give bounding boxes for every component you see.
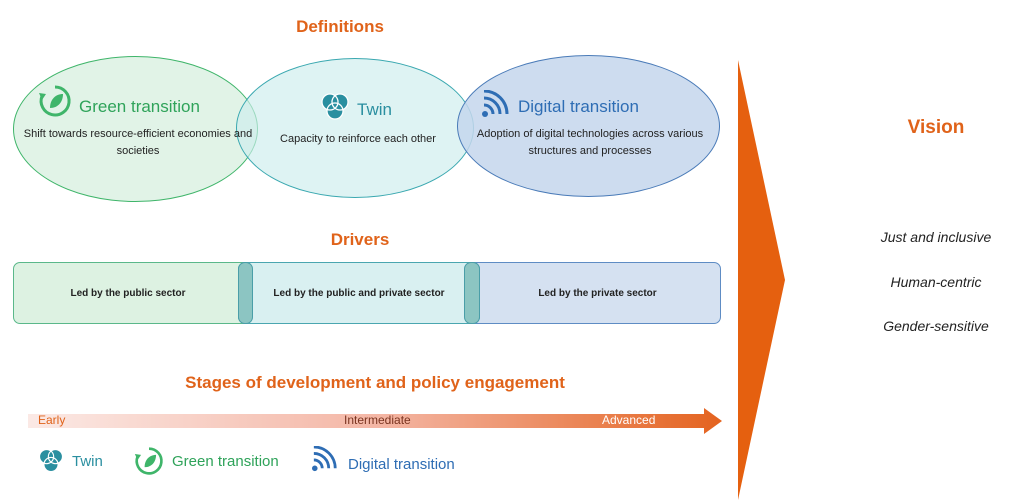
venn-icon bbox=[321, 93, 349, 120]
legend-wifi-signal-icon bbox=[312, 446, 337, 472]
vision-item-human-centric: Human-centric bbox=[890, 274, 982, 290]
wifi-signal-icon bbox=[482, 90, 509, 117]
green-transition-description: Shift towards resource-efficient economi… bbox=[23, 128, 253, 157]
stage-early-label: Early bbox=[38, 413, 66, 427]
vision-heading: Vision bbox=[907, 117, 965, 138]
stage-advanced-label: Advanced bbox=[602, 413, 656, 427]
legend-green-label: Green transition bbox=[172, 453, 279, 470]
digital-transition-ellipse bbox=[457, 55, 720, 197]
driver-public-sector-label: Led by the public sector bbox=[70, 287, 186, 299]
legend-twin-icon bbox=[38, 448, 64, 473]
legend-digital-label: Digital transition bbox=[348, 456, 455, 473]
drivers-heading: Drivers bbox=[330, 230, 390, 249]
driver-public-private-label: Led by the public and private sector bbox=[273, 287, 445, 299]
driver-private-sector-label: Led by the private sector bbox=[538, 287, 657, 299]
stage-intermediate-label: Intermediate bbox=[344, 413, 411, 427]
leaf-recycle-icon bbox=[39, 85, 71, 117]
green-transition-title: Green transition bbox=[79, 97, 200, 116]
vision-item-just-inclusive: Just and inclusive bbox=[880, 229, 992, 245]
twin-description: Capacity to reinforce each other bbox=[280, 133, 436, 145]
digital-transition-title: Digital transition bbox=[518, 97, 639, 116]
driver-overlap-right bbox=[464, 262, 480, 324]
stages-gradient-arrow bbox=[28, 408, 722, 434]
driver-public-sector: Led by the public sector bbox=[13, 262, 253, 324]
green-transition-ellipse bbox=[13, 56, 258, 202]
twin-title: Twin bbox=[357, 100, 392, 119]
driver-private-sector: Led by the private sector bbox=[464, 262, 721, 324]
driver-overlap-left bbox=[238, 262, 253, 324]
legend-twin-label: Twin bbox=[72, 453, 103, 470]
legend-leaf-recycle-icon bbox=[134, 447, 163, 475]
vision-item-gender-sensitive: Gender-sensitive bbox=[883, 318, 989, 334]
vision-chevron-arrow bbox=[738, 60, 785, 500]
stages-heading: Stages of development and policy engagem… bbox=[185, 373, 565, 392]
definitions-heading: Definitions bbox=[296, 17, 384, 36]
twin-ellipse bbox=[236, 58, 474, 198]
driver-public-private-sector: Led by the public and private sector bbox=[238, 262, 480, 324]
digital-transition-description: Adoption of digital technologies across … bbox=[476, 128, 704, 157]
